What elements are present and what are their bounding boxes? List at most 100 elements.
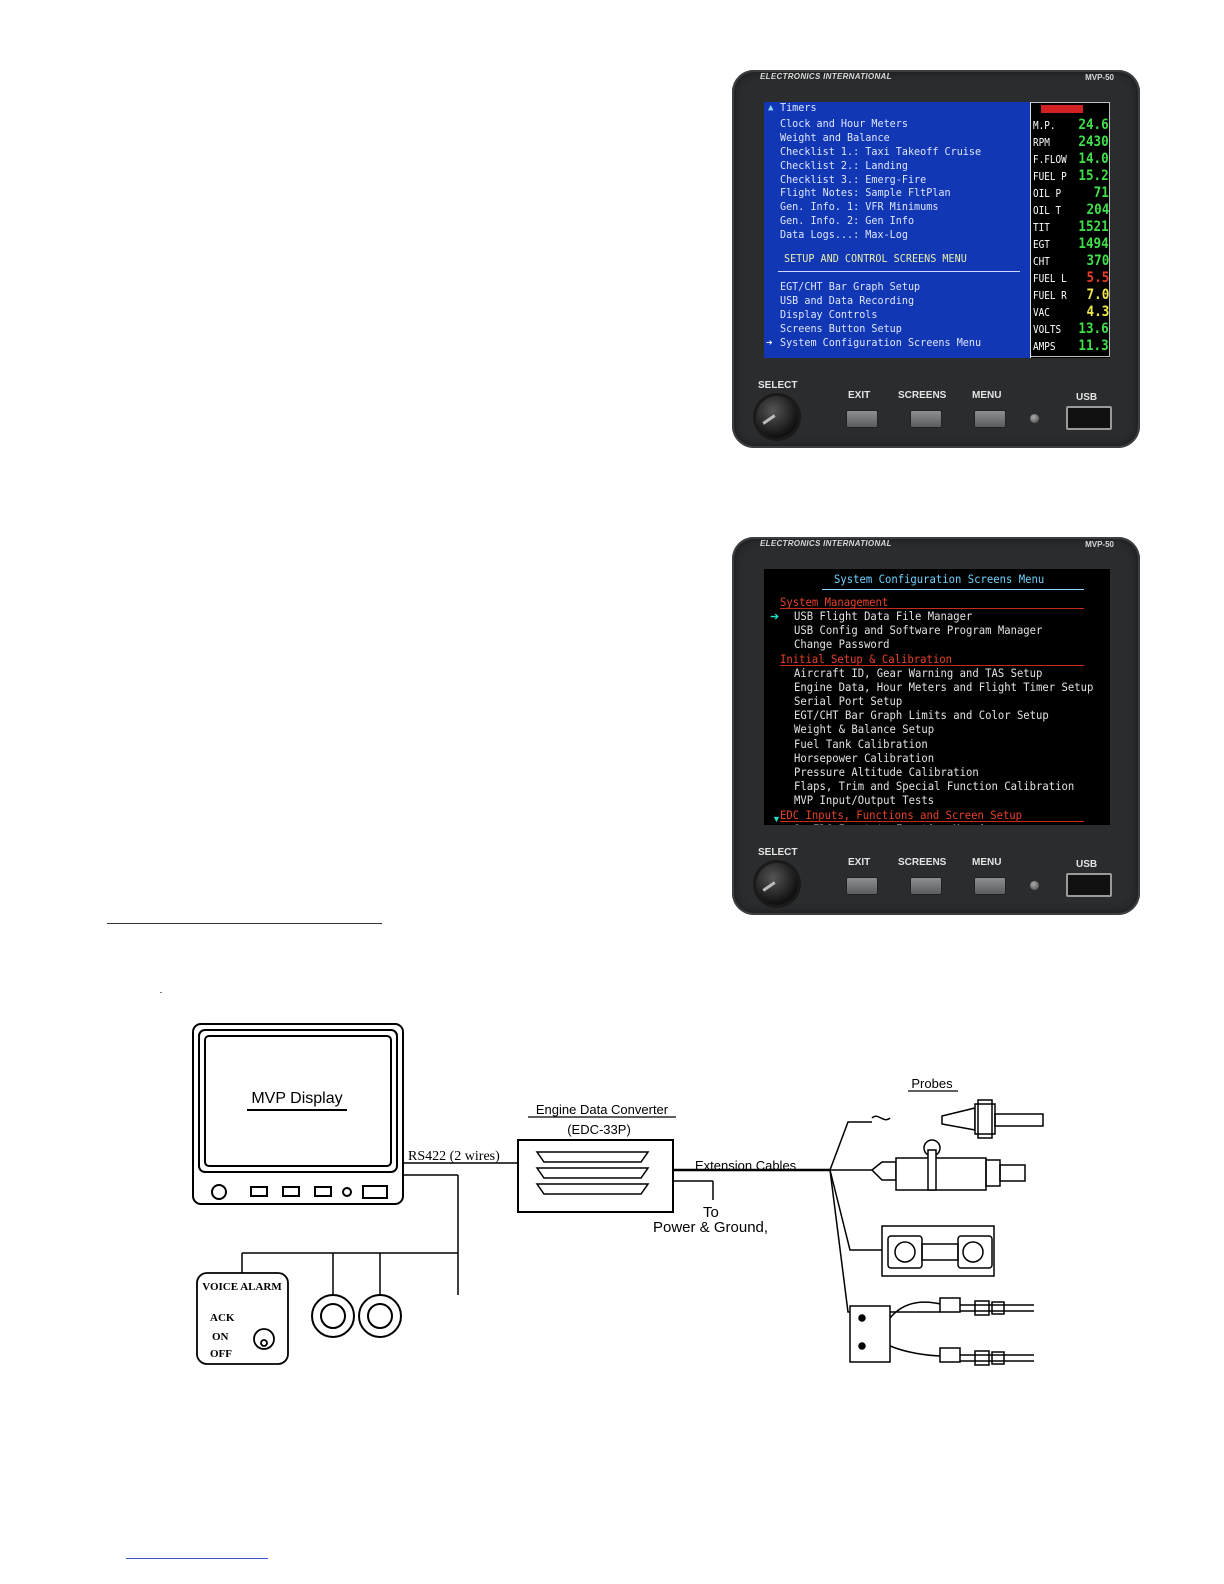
config-section-header: Initial Setup & Calibration xyxy=(780,651,952,666)
gauge-value: 15.2 xyxy=(1078,168,1109,184)
config-menu-item[interactable]: Change Password xyxy=(794,637,890,652)
config-menu-item[interactable]: Weight & Balance Setup xyxy=(794,722,935,737)
config-menu-item[interactable]: USB Flight Data File Manager xyxy=(794,609,973,623)
select-knob[interactable] xyxy=(756,863,798,905)
usb-port[interactable] xyxy=(1066,406,1112,430)
gauge-row: M.P.24.6HG xyxy=(1033,117,1110,135)
gauge-row: FUEL L5.5GAL xyxy=(1033,270,1110,288)
screens-button-label: SCREENS xyxy=(898,857,947,868)
config-menu-item[interactable]: Fuel Tank Calibration xyxy=(794,736,928,751)
main-menu-item[interactable]: Checklist 1.: Taxi Takeoff Cruise xyxy=(780,144,982,158)
mvp-display-drawing xyxy=(192,1023,404,1205)
config-menu-item[interactable]: Engine Data, Hour Meters and Flight Time… xyxy=(794,679,1094,694)
gauge-value: 1494 xyxy=(1078,236,1109,252)
menu-button[interactable] xyxy=(974,877,1006,895)
shunt-drawing xyxy=(881,1225,995,1277)
setup-menu-item[interactable]: USB and Data Recording xyxy=(780,294,915,307)
main-menu-item[interactable]: Weight and Balance xyxy=(780,130,890,144)
display-screen: System Configuration Screens Menu System… xyxy=(764,569,1110,825)
rs422-wiring xyxy=(241,1162,518,1296)
section-divider xyxy=(107,923,382,924)
config-menu-item[interactable]: Pressure Altitude Calibration xyxy=(794,765,979,779)
edc-unit-drawing xyxy=(517,1139,830,1213)
thermocouple-probe-drawing xyxy=(871,1099,1044,1139)
exit-button-label: EXIT xyxy=(848,390,871,401)
main-menu-item[interactable]: Flight Notes: Sample FltPlan xyxy=(780,186,951,200)
config-menu-item[interactable]: Horsepower Calibration xyxy=(794,750,935,765)
usb-port[interactable] xyxy=(1066,873,1112,897)
setup-menu-item[interactable]: System Configuration Screens Menu xyxy=(780,336,982,349)
main-menu-item[interactable]: Timers xyxy=(780,102,817,114)
voice-alarm-title: VOICE ALARM xyxy=(202,1281,282,1293)
gauge-label: VAC xyxy=(1033,306,1050,319)
menu-button[interactable] xyxy=(974,410,1006,428)
config-menu-item[interactable]: EGT/CHT Bar Graph Limits and Color Setup xyxy=(794,708,1049,723)
scroll-down-icon[interactable]: ▼ xyxy=(772,814,781,824)
main-menu-item[interactable]: Data Logs...: Max-Log xyxy=(780,228,908,242)
gauge-value: 71 xyxy=(1093,185,1109,201)
gauge-label: F.FLOW xyxy=(1033,153,1067,166)
edc-title: Engine Data Converter xyxy=(536,1102,669,1117)
selection-arrow-icon: ➔ xyxy=(770,611,780,623)
heading-divider xyxy=(778,271,1020,272)
gauge-value: 204 xyxy=(1086,202,1109,218)
gauge-row: FUEL P15.2PSI xyxy=(1033,168,1110,186)
gauge-label: VOLTS xyxy=(1033,323,1062,336)
sender-bracket-drawing xyxy=(849,1297,1034,1366)
config-section-header: EDC Inputs, Functions and Screen Setup xyxy=(780,807,1023,822)
setup-menu-item[interactable]: Screens Button Setup xyxy=(780,322,902,335)
config-menu-item[interactable]: 1. EDC Input to Function Mapping xyxy=(794,822,998,825)
mvp-display-unit-config-menu: ELECTRONICS INTERNATIONAL MVP-50 System … xyxy=(732,537,1140,915)
screens-button-label: SCREENS xyxy=(898,390,947,401)
warning-lights-drawing xyxy=(311,1294,402,1338)
gauge-label: RPM xyxy=(1033,136,1050,149)
section-underline xyxy=(780,820,1084,822)
gauge-value: 24.6 xyxy=(1078,117,1109,133)
gauge-label: OIL T xyxy=(1033,204,1062,217)
exit-button[interactable] xyxy=(846,410,878,428)
gauge-label: EGT xyxy=(1033,238,1050,251)
gauge-label: TIT xyxy=(1033,221,1050,234)
status-led xyxy=(1030,881,1039,890)
menu-button-label: MENU xyxy=(972,857,1002,868)
setup-menu-heading: SETUP AND CONTROL SCREENS MENU xyxy=(784,252,967,265)
config-menu-item[interactable]: Serial Port Setup xyxy=(794,694,903,708)
gauge-row: OIL P71PSI xyxy=(1033,185,1110,203)
device-model: MVP-50 xyxy=(1085,540,1114,549)
scroll-up-icon[interactable]: ▲ xyxy=(768,103,774,113)
select-knob[interactable] xyxy=(756,396,798,438)
screens-button[interactable] xyxy=(910,877,942,895)
config-menu-item[interactable]: MVP Input/Output Tests xyxy=(794,793,935,808)
config-menu-item[interactable]: Aircraft ID, Gear Warning and TAS Setup xyxy=(794,665,1043,680)
main-menu-item[interactable]: Checklist 2.: Landing xyxy=(780,158,908,172)
footer-link-underline[interactable] xyxy=(126,1558,268,1559)
setup-menu-item[interactable]: Display Controls xyxy=(780,308,878,321)
main-menu-item[interactable]: Clock and Hour Meters xyxy=(780,116,908,130)
gauge-row: FUEL R7.0GAL xyxy=(1033,287,1110,305)
device-model: MVP-50 xyxy=(1085,73,1114,82)
usb-label: USB xyxy=(1076,859,1098,870)
config-menu-item[interactable]: USB Config and Software Program Manager xyxy=(794,623,1043,638)
main-menu-item[interactable]: Gen. Info. 1: VFR Minimums xyxy=(780,200,939,214)
gauge-label: CHT xyxy=(1033,255,1050,268)
main-menu-item[interactable]: Checklist 3.: Emerg-Fire xyxy=(780,172,927,186)
config-section-header: System Management xyxy=(780,595,889,609)
voice-alarm-drawing xyxy=(196,1272,289,1365)
gauge-label: FUEL P xyxy=(1033,170,1067,183)
main-menu-item[interactable]: Gen. Info. 2: Gen Info xyxy=(780,214,915,228)
screens-button[interactable] xyxy=(910,410,942,428)
setup-menu-item[interactable]: EGT/CHT Bar Graph Setup xyxy=(780,280,921,293)
config-menu-item[interactable]: Flaps, Trim and Special Function Calibra… xyxy=(794,779,1075,794)
stray-mark xyxy=(160,992,162,993)
select-knob-label: SELECT xyxy=(758,847,798,858)
edc-model-label: (EDC-33P) xyxy=(567,1122,631,1137)
exit-button[interactable] xyxy=(846,877,878,895)
